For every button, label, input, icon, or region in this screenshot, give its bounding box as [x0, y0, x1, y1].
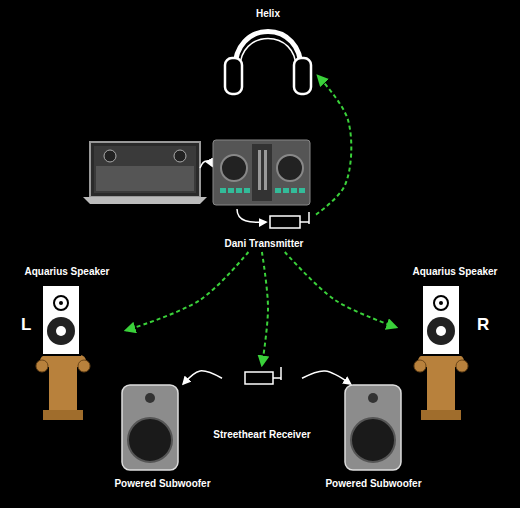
wireless-link — [262, 252, 268, 365]
node-label: Aquarius Speaker — [412, 266, 497, 278]
node-label: Helix — [256, 8, 280, 20]
wireless-link — [126, 252, 248, 330]
node-label: Powered Subwoofer — [114, 478, 210, 490]
subwoofer-icon — [345, 385, 401, 470]
node-label: Powered Subwoofer — [325, 478, 421, 490]
speaker-icon — [414, 285, 468, 420]
node-label: Aquarius Speaker — [24, 266, 109, 278]
headphones-icon — [225, 32, 311, 95]
subwoofer-icon — [122, 385, 178, 470]
laptop-icon — [83, 142, 207, 204]
transmitter-node: Dani Transmitter — [212, 208, 316, 252]
node-label: Dani Transmitter — [225, 238, 304, 250]
speaker-node: Aquarius Speaker — [396, 264, 514, 422]
speaker-icon — [36, 285, 90, 420]
wireless-link — [285, 252, 396, 327]
flow-arrow — [200, 161, 212, 168]
subwoofer-node: Powered Subwoofer — [316, 384, 431, 494]
channel-label: L — [21, 316, 31, 334]
dj-controller-icon — [213, 140, 310, 205]
receiver-node: Streetheart Receiver — [222, 365, 302, 443]
flow-arrow — [237, 209, 266, 222]
headphones-node: Helix — [218, 4, 318, 100]
receiver-icon — [245, 367, 281, 384]
transmitter-icon — [270, 212, 309, 228]
wireless-link — [316, 76, 351, 215]
channel-label: R — [477, 316, 489, 334]
cable-link — [302, 371, 351, 384]
cable-link — [183, 371, 222, 384]
subwoofer-node: Powered Subwoofer — [105, 384, 220, 494]
speaker-node: Aquarius Speaker — [8, 264, 126, 422]
node-label: Streetheart Receiver — [213, 429, 310, 441]
